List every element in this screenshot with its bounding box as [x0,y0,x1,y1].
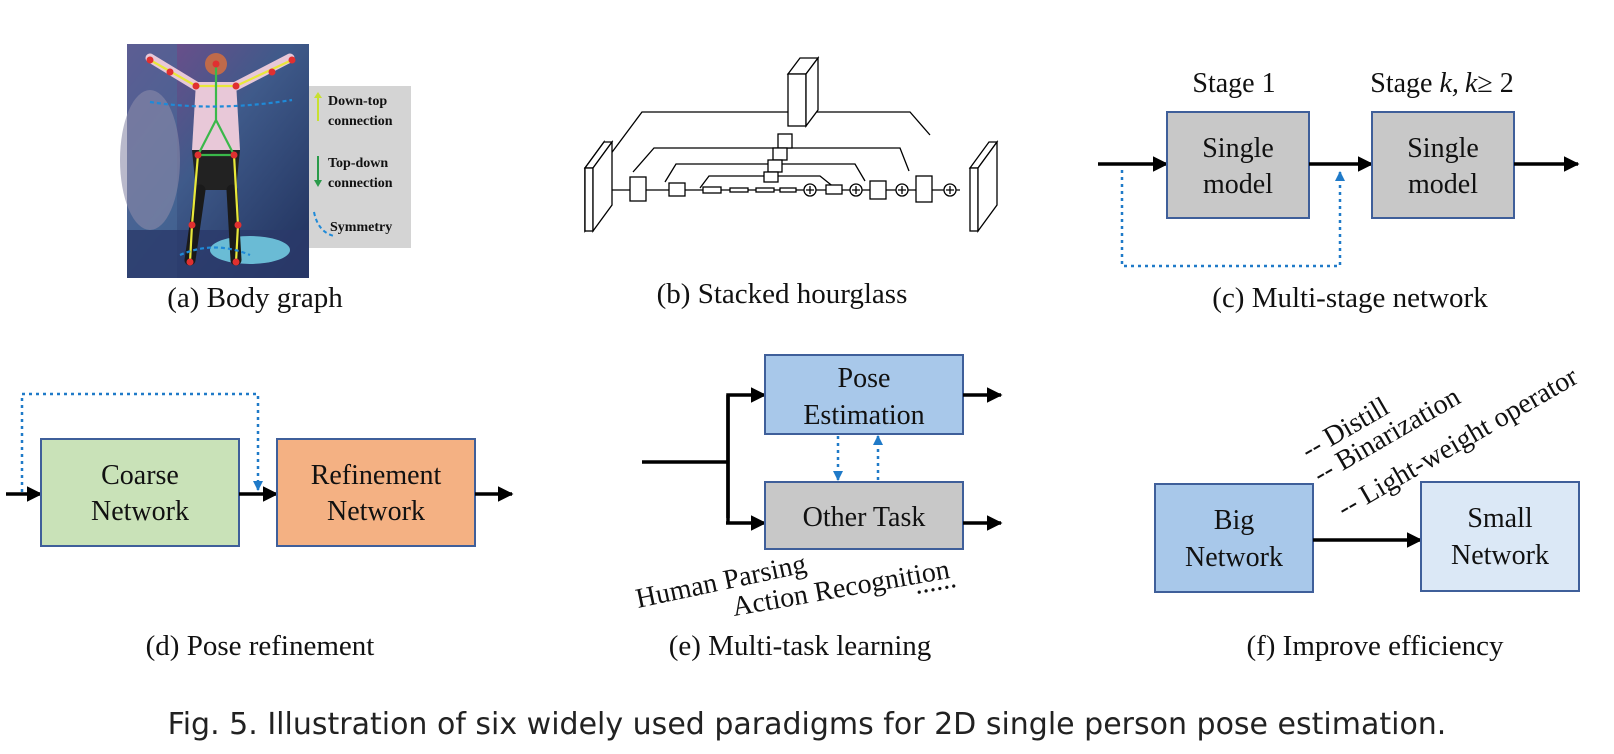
panel-f-improve-efficiency: Big Network Small Network -- Distill -- … [1154,361,1584,662]
plus-icon-2 [852,186,860,194]
hourglass-center-block-2 [772,147,788,161]
stagek-label: Stage k,k≥ 2 [1370,68,1513,99]
panel-b-stacked-hourglass: (b) Stacked hourglass [583,56,999,310]
hourglass-top-block-side [805,56,819,128]
legend-top-down-line1: Top-down [328,156,388,171]
panel-d-pose-refinement: Coarse Network Refinement Network (d) Po… [6,392,514,662]
legend-symmetry: Symmetry [330,220,392,235]
stage-feedback-dotted-arrow [1120,170,1345,268]
branch-to-pose-arrow [726,387,767,518]
small-line1: Small [1467,503,1533,534]
hourglass-encoder-block-3 [702,186,722,194]
hourglass-encoder-block-5 [755,187,775,193]
hourglass-encoder-block-6 [779,187,797,193]
hourglass-top-block-front [787,73,807,127]
stagek-label-b: ≥ 2 [1477,68,1513,99]
caption-b: (b) Stacked hourglass [657,278,908,310]
pose-line1: Pose [838,363,891,394]
pose-estimation-box [764,354,964,435]
hourglass-decoder-block-2 [869,180,887,200]
caption-c: (c) Multi-stage network [1212,282,1488,314]
plus-icon-1 [806,186,814,194]
legend-top-down-line2: connection [328,176,393,191]
plus-icon-3 [898,186,906,194]
top-down-arrowhead-icon [314,180,322,187]
body-photo-illustration [120,44,309,278]
hourglass-input-front [584,167,594,232]
legend-down-top-line2: connection [328,114,393,129]
task-ellipsis: ...... [912,563,959,601]
stagek-box-line1: Single [1407,133,1479,164]
stagek-label-k2: k [1465,68,1478,99]
small-line2: Network [1451,540,1549,571]
caption-a: (a) Body graph [167,282,343,314]
refine-line1: Refinement [311,460,442,491]
stage1-box-line1: Single [1202,133,1274,164]
stagek-label-a: Stage [1370,68,1439,99]
big-line2: Network [1185,542,1283,573]
other-task-box [764,481,964,550]
symmetry-curve-icon [313,211,335,237]
down-top-arrowhead-icon [314,92,322,98]
plus-icon-4 [946,186,954,194]
hourglass-center-block-3 [767,159,783,173]
big-line1: Big [1214,505,1254,536]
caption-d: (d) Pose refinement [146,630,375,662]
hourglass-decoder-block-3 [915,175,933,203]
refinement-network-box [276,438,476,547]
hourglass-output-front [969,167,979,232]
hourglass-center-block-1 [777,133,793,149]
hourglass-encoder-block-1 [629,176,647,202]
figure-caption: Fig. 5. Illustration of six widely used … [168,707,1447,742]
hourglass-encoder-block-2 [668,182,686,197]
hourglass-center-block-4 [763,171,779,183]
legend-down-top-line1: Down-top [328,94,387,109]
panel-e-multi-task: Pose Estimation Other Task Human Parsing… [633,354,1003,662]
stagek-label-k1: k, [1439,68,1458,99]
small-network-box [1420,481,1580,592]
coarse-network-box [40,438,240,547]
hourglass-decoder-block-1 [825,184,843,195]
stagek-single-model-box [1371,111,1515,219]
pose-line2: Estimation [803,400,924,431]
stagek-box-line2: model [1408,169,1478,200]
stage1-box-line2: model [1203,169,1273,200]
stage1-label: Stage 1 [1192,68,1275,99]
body-graph-legend: Down-top connection Top-down connection … [309,86,411,248]
hourglass-encoder-block-4 [729,187,749,193]
coarse-line2: Network [91,496,189,527]
caption-e: (e) Multi-task learning [669,630,932,662]
refine-feedback-dotted-arrow [20,392,263,492]
other-task-label: Other Task [803,502,926,533]
stage1-single-model-box [1166,111,1310,219]
hourglass-input-side [592,140,613,233]
refine-line2: Network [327,496,425,527]
panel-a-body-graph: Down-top connection Top-down connection … [120,44,411,314]
big-network-box [1154,483,1314,593]
panel-c-multi-stage: Stage 1 Stage k,k≥ 2 Single model Single… [1098,68,1580,314]
coarse-line1: Coarse [101,460,179,491]
hourglass-output-side [977,140,998,233]
caption-f: (f) Improve efficiency [1246,630,1504,662]
